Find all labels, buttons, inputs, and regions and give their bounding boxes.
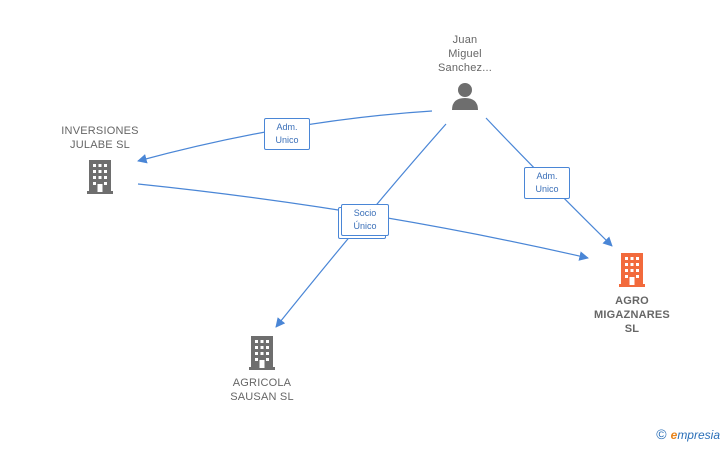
building-icon [249, 336, 275, 370]
copyright-symbol: © [656, 426, 667, 442]
person-icon [452, 83, 478, 110]
brand-e-logo: e [670, 428, 678, 442]
building-icon [87, 160, 113, 194]
empresia-watermark: ©empresia [656, 426, 720, 442]
building-icon-highlighted [619, 253, 645, 287]
edge-label-adm-unico-inversiones[interactable]: Adm. Unico [264, 118, 310, 150]
agricola-label: AGRICOLA SAUSAN SL [230, 377, 294, 403]
edge-label-adm-unico-agro[interactable]: Adm. Unico [524, 167, 570, 199]
brand-name: mpresia [677, 428, 720, 442]
person-name: Juan Miguel Sanchez... [438, 34, 492, 74]
inversiones-label: INVERSIONES JULABE SL [61, 125, 139, 151]
edge-label-socio-unico[interactable]: Socio Único [341, 204, 389, 236]
node-person[interactable]: Juan Miguel Sanchez... [420, 33, 510, 111]
node-inversiones-julabe[interactable]: INVERSIONES JULABE SL [50, 124, 150, 194]
node-agricola-sausan[interactable]: AGRICOLA SAUSAN SL [212, 336, 312, 404]
node-agro-migaznares[interactable]: AGRO MIGAZNARES SL [582, 253, 682, 336]
agro-label: AGRO MIGAZNARES SL [594, 295, 670, 335]
